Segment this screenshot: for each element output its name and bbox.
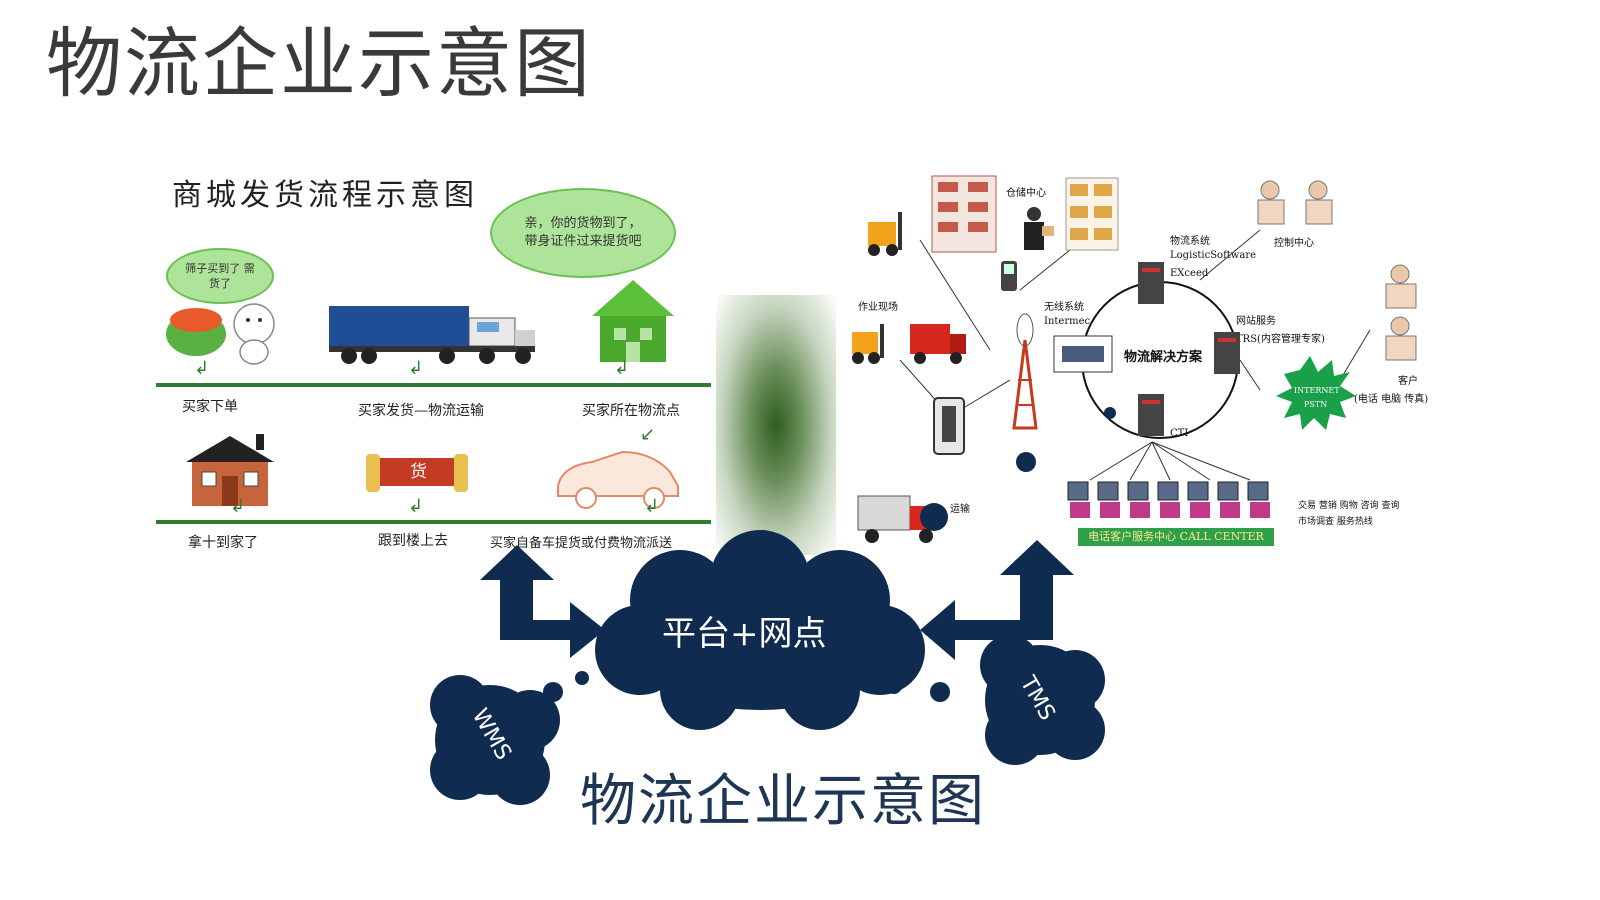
speech-bubble-small-text: 筛子买到了 需货了 (185, 261, 255, 290)
transport-label: 运输 (950, 504, 970, 515)
truck-icon (329, 306, 535, 364)
web-service-label-1: 网站服务 (1236, 316, 1276, 327)
curve-arrow-4: ↙ (640, 424, 656, 445)
dot-2 (575, 671, 589, 685)
car-icon (557, 450, 679, 509)
worker-icon (1024, 207, 1054, 250)
speech-bubble-line1: 亲，你的货物到了， (524, 215, 642, 231)
right-elbow-arrow (920, 540, 1074, 660)
main-cloud-label: 平台+网点 (662, 614, 827, 654)
web-service-label-2: TRS(内容管理专家) (1236, 334, 1325, 345)
solution-label: 物流解决方案 (1124, 350, 1203, 365)
wireless-label-1: 无线系统 (1044, 302, 1084, 313)
small-truck-icon (910, 324, 966, 364)
warehouse-label: 仓储中心 (1006, 188, 1046, 199)
logistics-network-diagram: 仓储中心 作业现场 无线系统 Intermec 物流解决方案 (840, 160, 1460, 560)
dot-4 (930, 682, 950, 702)
curve-arrow-5: ↲ (230, 496, 246, 517)
step-label-shipping: 买家发货—物流运输 (358, 403, 484, 419)
cti-server-icon (1138, 394, 1164, 436)
dot-6 (1104, 407, 1116, 419)
timeline-line-2 (156, 520, 711, 524)
dot-7 (920, 503, 948, 531)
tms-cloud (980, 635, 1105, 765)
step-label-order: 买家下单 (182, 399, 238, 415)
work-site-label: 作业现场 (858, 302, 898, 313)
speech-bubble-large: 亲，你的货物到了， 带身证件过来提货吧 (490, 188, 676, 278)
dot-3 (886, 678, 902, 694)
services-label-2: 市场调查 服务热线 (1298, 517, 1373, 527)
flow-diagram-heading: 商城发货流程示意图 (172, 178, 478, 213)
logistics-system-label-3: EXceed (1170, 268, 1209, 279)
forklift-icon (868, 212, 902, 256)
slide-title: 物流企业示意图 (46, 19, 592, 108)
dot-5 (1016, 452, 1036, 472)
speech-bubble-line2: 带身证件过来提货吧 (524, 234, 642, 249)
step-label-pickup: 买家自备车提货或付费物流派送 (490, 536, 673, 551)
shipping-flow-diagram: 商城发货流程示意图 筛子买到了 需货了 亲，你的货物到了， 带身证件过来提货吧 … (152, 160, 717, 560)
home-icon (186, 434, 274, 506)
call-center-agents-icon (1067, 481, 1270, 518)
control-center-label: 控制中心 (1274, 238, 1314, 249)
handheld-icon (1001, 261, 1017, 291)
server-box-icon (1053, 335, 1113, 373)
internet-label-1: INTERNET (1294, 386, 1340, 395)
left-elbow-arrow (480, 545, 605, 658)
goods-sign-text: 货 (410, 462, 427, 482)
shopping-basket-icon (166, 303, 275, 365)
house-icon (592, 280, 674, 362)
customer-label-1: 客户 (1398, 376, 1418, 387)
step-label-depot: 买家所在物流点 (582, 403, 680, 419)
dot-1 (543, 682, 563, 702)
call-center-banner: 电话客户服务中心 CALL CENTER (1078, 528, 1274, 546)
warehouse-boxes-icon (1065, 177, 1119, 251)
main-cloud (595, 530, 925, 730)
curve-arrow-2: ↲ (408, 358, 424, 379)
timeline-line-1 (156, 383, 711, 387)
curve-arrow-6: ↲ (408, 496, 424, 517)
forklift-2-icon (852, 324, 884, 364)
internet-label-2: PSTN (1304, 400, 1328, 409)
operators-icon (1257, 180, 1333, 225)
radio-tower-icon (1012, 313, 1038, 430)
curve-arrow-1: ↲ (194, 358, 210, 379)
logistics-system-label-1: 物流系统 (1170, 236, 1210, 247)
goods-sign-icon (366, 454, 468, 492)
step-label-upstairs: 跟到楼上去 (378, 533, 448, 549)
center-gradient-block (716, 295, 836, 555)
services-label-1: 交易 营销 购物 咨询 查询 (1298, 501, 1400, 511)
speech-bubble-small: 筛子买到了 需货了 (166, 248, 274, 304)
warehouse-shelf-icon (931, 175, 997, 253)
logistics-server-icon (1138, 262, 1164, 304)
customer-label-2: (电话 电脑 传真) (1354, 394, 1429, 405)
customers-icon (1385, 264, 1417, 361)
cti-label: CTI (1170, 428, 1189, 439)
logistics-system-label-2: LogisticSoftware (1170, 250, 1257, 261)
curve-arrow-7: ↲ (644, 496, 660, 517)
step-label-home: 拿十到家了 (188, 535, 258, 551)
wireless-label-2: Intermec (1044, 316, 1091, 327)
wms-cloud (430, 675, 560, 805)
bottom-title: 物流企业示意图 (580, 769, 986, 834)
curve-arrow-3: ↲ (614, 358, 630, 379)
scanner-icon (933, 397, 965, 455)
web-server-icon (1214, 332, 1240, 374)
